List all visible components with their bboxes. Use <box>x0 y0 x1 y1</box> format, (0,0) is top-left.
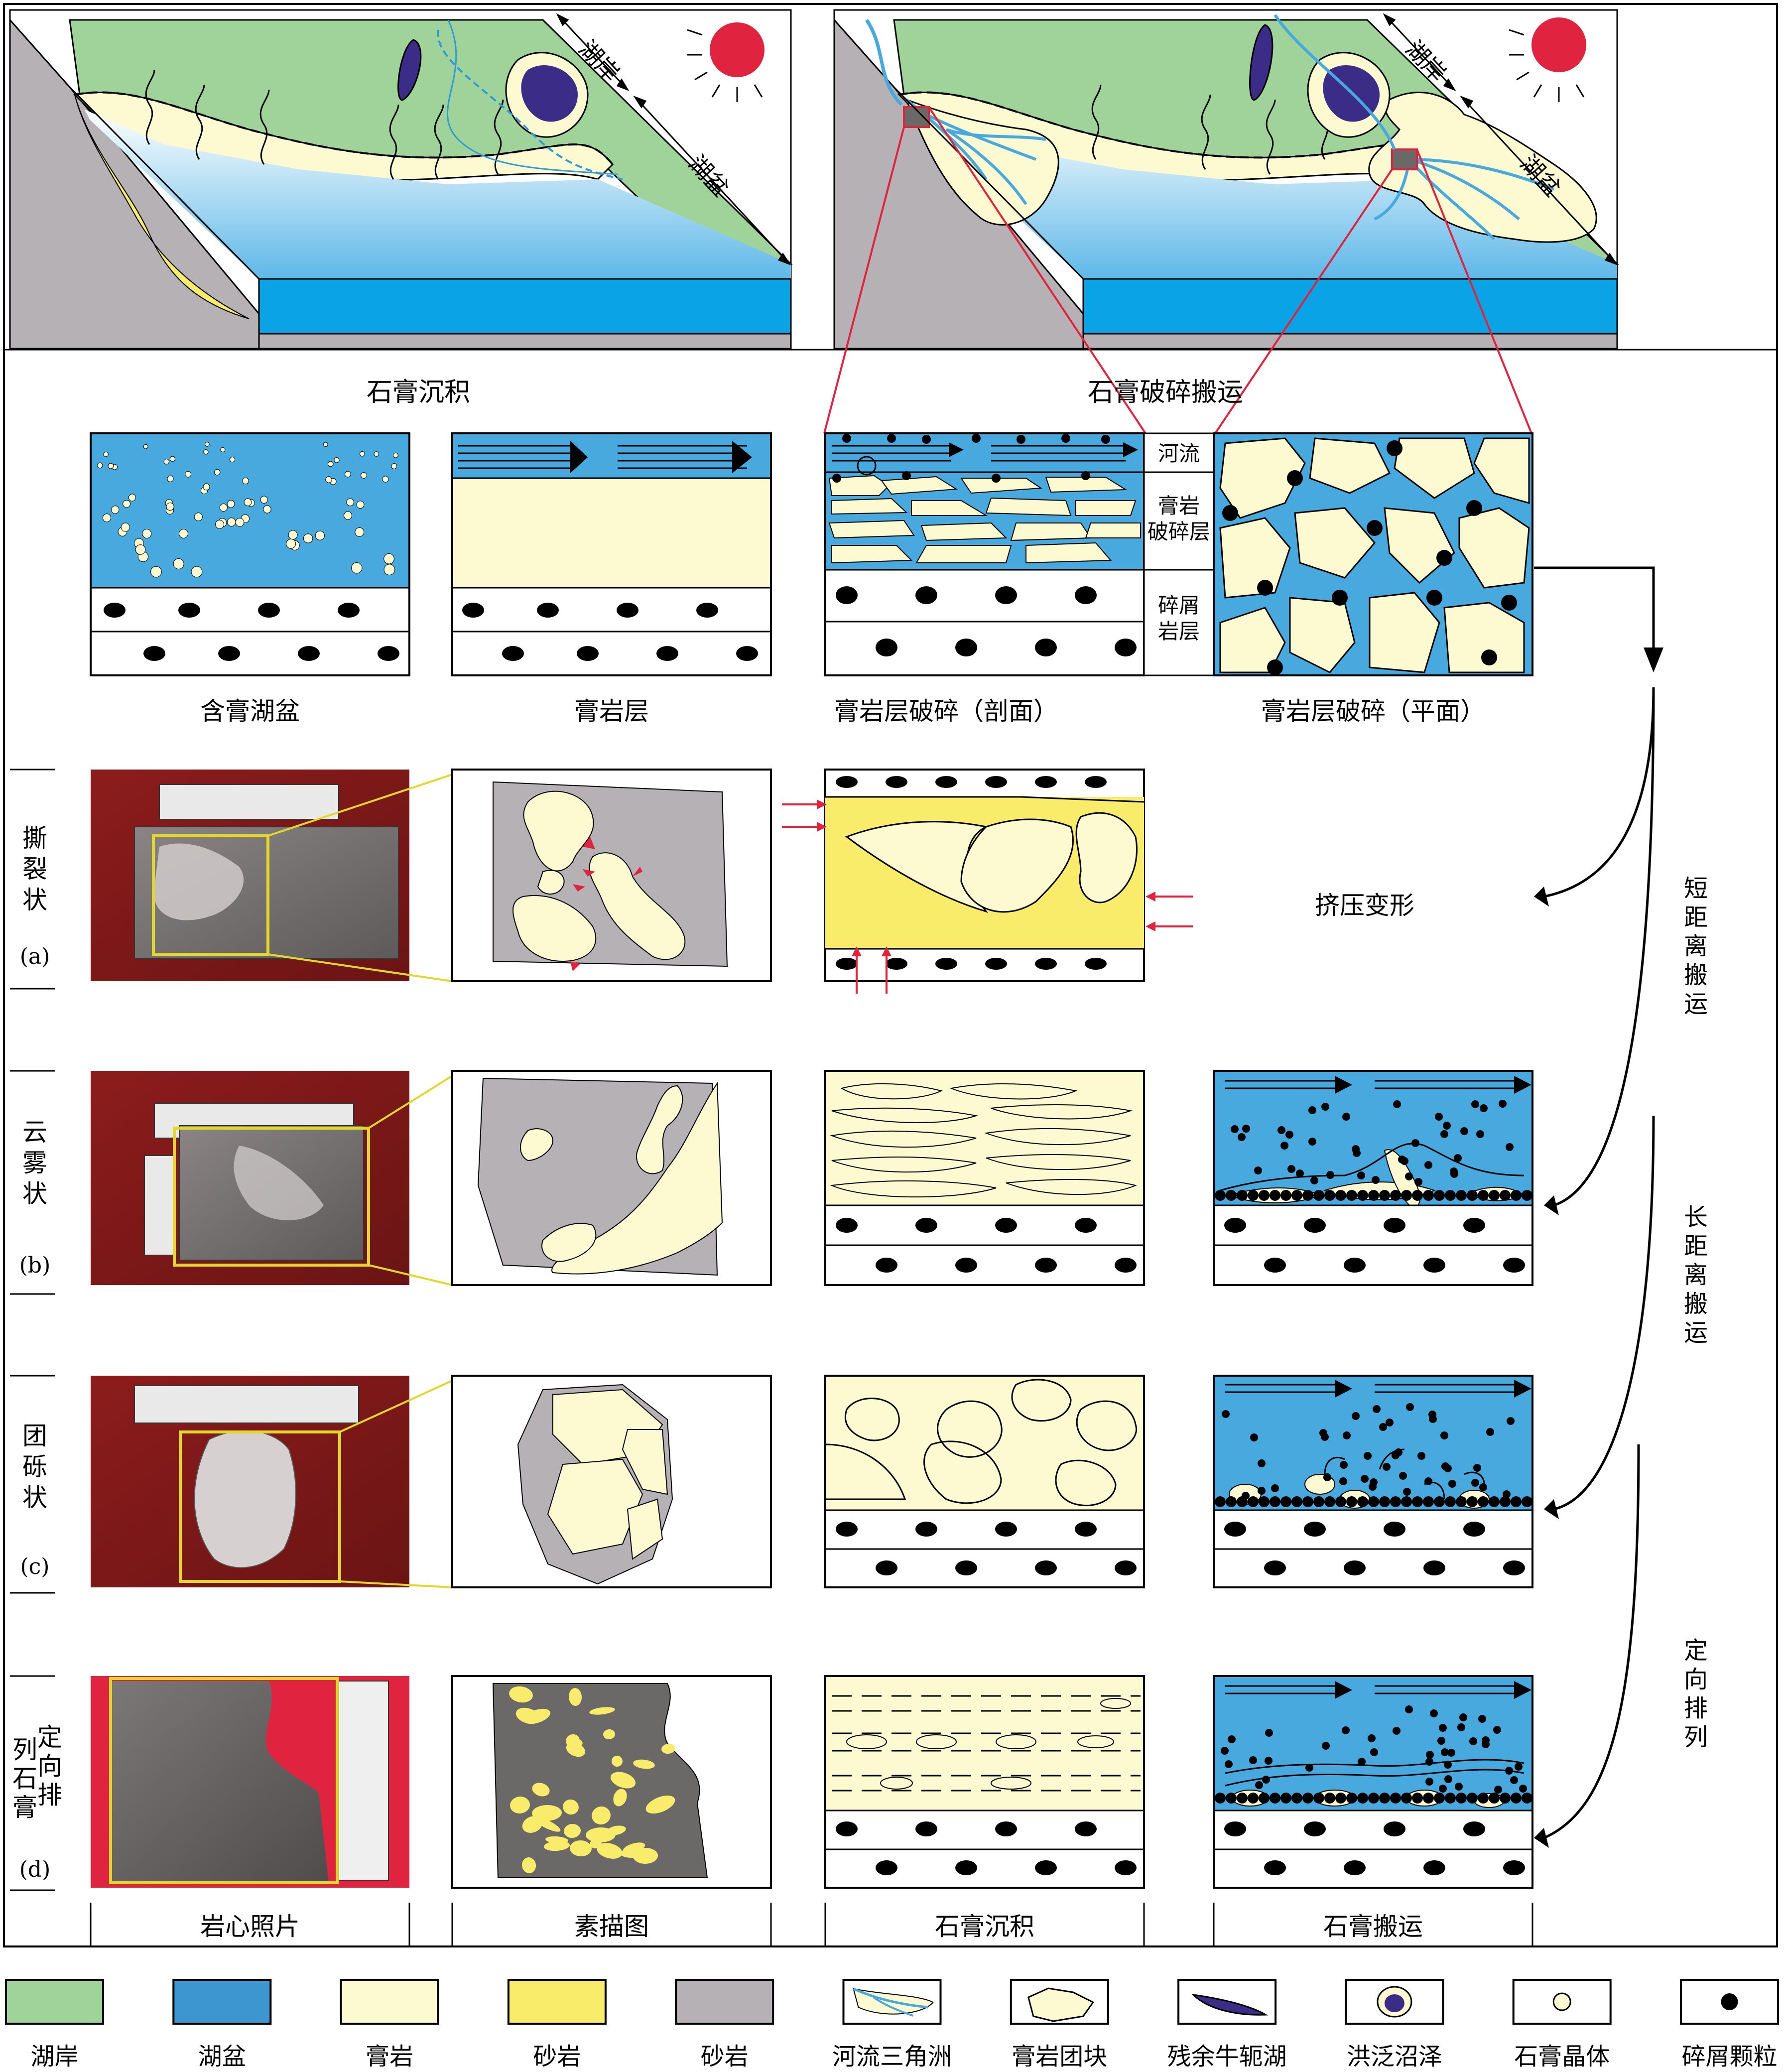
panel-plan <box>1213 432 1533 676</box>
label-river: 河流 <box>1158 441 1200 466</box>
gypsum-transport-title: 石膏破碎搬运 <box>1088 378 1243 407</box>
col-caption-photo: 岩心照片 <box>200 1912 300 1941</box>
legend: 湖岸 湖盆 膏岩 砂岩 砂岩 河流三角洲 膏岩团块 残余牛轭湖 洪泛沼泽 石膏晶体 碎屑颗粒 <box>5 1979 1779 2071</box>
col-caption-sketch: 素描图 <box>574 1912 649 1941</box>
legend-label: 河流三角洲 <box>832 2043 952 2071</box>
legend-item: 膏岩团块 <box>1010 1979 1109 2071</box>
row-tag-b: (b) <box>19 1253 51 1278</box>
legend-item: 膏岩 <box>340 1979 439 2071</box>
panel-layer <box>451 432 772 676</box>
row-label-a: 撕裂状 <box>22 824 47 914</box>
label-clastic: 碎屑岩层 <box>1158 593 1200 644</box>
scene-deposition: 湖岸 湖盆 <box>9 9 793 350</box>
legend-item: 碎屑颗粒 <box>1680 1979 1779 2071</box>
compression-label: 挤压变形 <box>1315 891 1414 920</box>
legend-label: 膏岩 <box>366 2043 413 2071</box>
label-breccia: 膏岩破碎层 <box>1147 494 1210 544</box>
panel-profile: 河流 膏岩破碎层 碎屑岩层 <box>824 432 1215 676</box>
legend-label: 湖岸 <box>30 2043 78 2071</box>
legend-label: 石膏晶体 <box>1514 2043 1610 2071</box>
col-caption-transport: 石膏搬运 <box>1323 1912 1423 1941</box>
row-tag-c: (c) <box>20 1554 50 1579</box>
legend-label: 洪泛沼泽 <box>1347 2043 1442 2071</box>
col-caption-deposition: 石膏沉积 <box>935 1912 1034 1941</box>
legend-label: 碎屑颗粒 <box>1681 2043 1777 2071</box>
row-tag-d: (d) <box>19 1857 51 1882</box>
flow-arrows <box>1534 566 1655 1839</box>
legend-item: 残余牛轭湖 <box>1167 1979 1287 2071</box>
row-label-b: 云雾状 <box>22 1118 47 1208</box>
column-captions <box>90 1903 1533 1946</box>
legend-item: 石膏晶体 <box>1512 1979 1612 2071</box>
legend-item: 湖岸 <box>5 1979 104 2071</box>
legend-label: 膏岩团块 <box>1012 2043 1107 2071</box>
caption-basin: 含膏湖盆 <box>200 697 300 726</box>
row-tag-a: (a) <box>20 944 50 969</box>
row-label-c: 团砾状 <box>22 1422 47 1512</box>
legend-item: 河流三角洲 <box>832 1979 952 2071</box>
caption-layer: 膏岩层 <box>574 697 649 726</box>
outer-frame <box>3 3 1778 1947</box>
legend-label: 砂岩 <box>533 2043 581 2071</box>
label-long-transport: 长距离搬运 <box>1684 1203 1708 1347</box>
legend-label: 残余牛轭湖 <box>1167 2043 1287 2071</box>
caption-plan: 膏岩层破碎（平面） <box>1261 697 1485 726</box>
caption-profile: 膏岩层破碎（剖面） <box>834 697 1058 726</box>
gypsum-deposition-title: 石膏沉积 <box>367 378 470 407</box>
row-c <box>10 1375 1533 1594</box>
legend-label: 砂岩 <box>701 2043 749 2071</box>
row-d <box>10 1675 1533 1891</box>
legend-item: 湖盆 <box>172 1979 272 2071</box>
row-label-d: 列石膏定向排 <box>12 1723 62 1822</box>
legend-item: 洪泛沼泽 <box>1345 1979 1444 2071</box>
label-oriented: 定向排列 <box>1684 1637 1708 1751</box>
scene-transport: 湖岸 湖盆 <box>823 9 1619 434</box>
row-b <box>10 1070 1533 1295</box>
row-labels: 撕裂状 (a) 云雾状 (b) 团砾状 (c) 列石膏定向排 (d) <box>12 824 62 1882</box>
legend-item: 砂岩 <box>507 1979 607 2071</box>
label-short-transport: 短距离搬运 <box>1684 875 1708 1018</box>
legend-label: 湖盆 <box>198 2043 246 2071</box>
row-a: 挤压变形 <box>10 769 1414 994</box>
panel-basin <box>90 432 410 676</box>
legend-item: 砂岩 <box>675 1979 774 2071</box>
